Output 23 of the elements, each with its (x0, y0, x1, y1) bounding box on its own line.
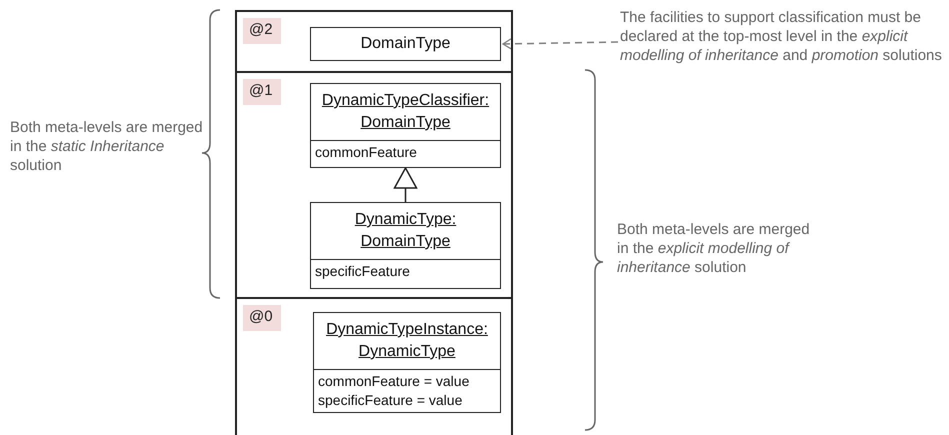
class-name: DynamicTypeClassifier: DomainType (320, 91, 490, 133)
level-band (235, 297, 513, 435)
class-name: DomainType (360, 34, 452, 54)
dashed-arrow (502, 38, 618, 50)
level-band (235, 10, 513, 73)
generalization-arrow (394, 167, 418, 202)
note-text: Both meta-levels are merged in the explicit modelling of inheritance solution (617, 220, 811, 277)
class-box (310, 202, 501, 289)
class-name: DynamicType: DomainType (354, 210, 458, 252)
attribute-text: commonFeature = value (318, 372, 470, 391)
class-box (310, 27, 501, 61)
level-label: @0 (243, 305, 281, 331)
level-label: @2 (243, 18, 281, 44)
attribute-text: specificFeature = value (318, 391, 464, 410)
note-text: The facilities to support classification must be declared at the top-most level in the explicit modelling of inheritance and promotion solutions (620, 8, 943, 65)
attribute-text: commonFeature (315, 143, 418, 162)
level-band (235, 71, 513, 299)
class-box (310, 83, 501, 168)
attribute-text: specificFeature (315, 262, 411, 281)
level-label: @1 (243, 79, 281, 105)
note-text: Both meta-levels are merged in the static Inheritance solution (10, 118, 204, 175)
class-name: DynamicTypeInstance: DynamicType (325, 320, 489, 362)
class-box (313, 312, 501, 413)
